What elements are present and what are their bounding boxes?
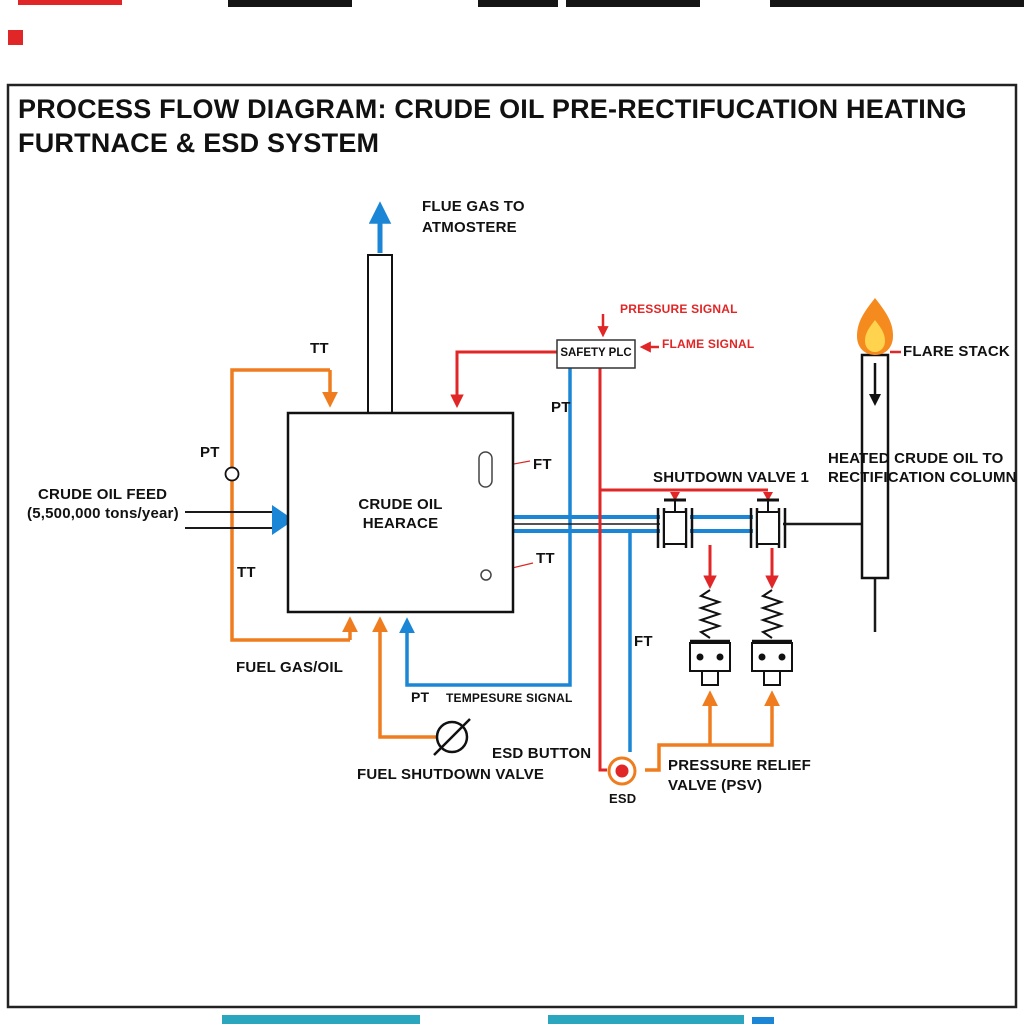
esd-label: ESD (609, 791, 637, 806)
flame-signal-label: FLAME SIGNAL (662, 337, 755, 351)
pt-instrument-bubble (224, 466, 240, 482)
pt-mid-label: PT (551, 399, 571, 416)
tt-left-label: TT (237, 564, 256, 581)
black-pipes (185, 511, 877, 632)
shutdown-valve-label: SHUTDOWN VALVE 1 (653, 469, 809, 486)
tt-right-label: TT (536, 550, 555, 567)
border-frame (6, 83, 1018, 1009)
page-title-line1: PROCESS FLOW DIAGRAM: CRUDE OIL PRE-RECT… (18, 94, 967, 124)
crude-feed-label-line1: CRUDE OIL FEED (38, 486, 168, 503)
crude-feed-label-line2: (5,500,000 tons/year) (27, 505, 179, 522)
shutdown-valve-1 (656, 498, 694, 548)
psv-label-line2: VALVE (PSV) (668, 777, 763, 794)
valve1-signal-arrow (670, 492, 680, 501)
pt-fuel-label: PT (411, 689, 430, 705)
psv-1 (689, 589, 731, 686)
furnace-label-line2: HEARACE (362, 515, 439, 532)
pressure-signal-label: PRESSURE SIGNAL (620, 302, 738, 316)
process-blue-lines (368, 201, 753, 752)
shutdown-valve-2 (749, 498, 787, 548)
safety-plc-label: SAFETY PLC (560, 347, 632, 359)
psv-label-line1: PRESSURE RELIEF (668, 757, 812, 774)
edge-artifacts (8, 0, 1024, 1024)
crude-feed-arrow (272, 505, 294, 535)
heated-crude-label-line1: HEATED CRUDE OIL TO (828, 450, 1004, 467)
furnace-label-line1: CRUDE OIL (358, 496, 443, 513)
tt-top-label: TT (310, 340, 329, 357)
flue-gas-label-line1: FLUE GAS TO (422, 198, 525, 215)
heated-crude-label-line2: RECTIFICATION COLUMN (828, 469, 1017, 486)
fuel-shutdown-valve-label: FUEL SHUTDOWN VALVE (357, 766, 545, 783)
flare-stack (860, 353, 890, 580)
flue-gas-label-line2: ATMOSTERE (422, 219, 517, 236)
fuel-shutdown-valve-symbol (433, 718, 471, 756)
psv-2 (751, 589, 793, 686)
page-title-line2: FURTNACE & ESD SYSTEM (18, 128, 380, 158)
signal-red-lines (450, 314, 901, 772)
tempesure-signal-label: TEMPESURE SIGNAL (446, 691, 573, 705)
ft-mid-label: FT (533, 456, 552, 473)
fuel-and-tt-lines (230, 368, 780, 772)
valve2-signal-arrow (763, 492, 773, 501)
ft-lower-label: FT (634, 633, 653, 650)
furnace (286, 411, 515, 614)
flue-stack (367, 254, 393, 414)
pt-left-label: PT (200, 444, 220, 461)
esd-button-label: ESD BUTTON (492, 745, 592, 762)
esd-button[interactable] (607, 756, 637, 786)
safety-plc-box (556, 339, 636, 369)
flare-stack-label: FLARE STACK (903, 343, 1010, 360)
fuel-gas-oil-label: FUEL GAS/OIL (236, 659, 344, 676)
flame-icon (857, 298, 893, 355)
